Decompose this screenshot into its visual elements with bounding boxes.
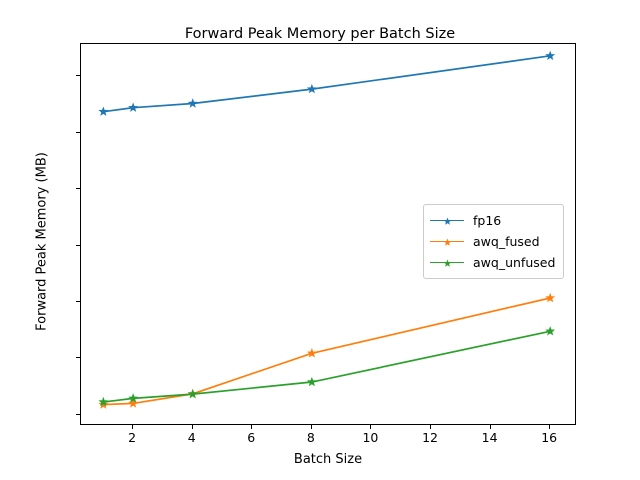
legend-item-fp16[interactable]: fp16 [430, 210, 555, 231]
y-tick-mark [76, 188, 80, 190]
y-tick-mark [76, 244, 80, 246]
data-point-marker [545, 292, 556, 303]
y-tick-mark [76, 300, 80, 302]
series-line [103, 54, 551, 113]
data-point-marker [545, 50, 556, 61]
x-tick-label: 4 [187, 430, 196, 445]
x-tick-mark [370, 425, 372, 429]
data-point-marker [128, 393, 139, 403]
x-tick-label: 10 [362, 430, 379, 445]
data-point-marker [187, 98, 198, 108]
data-point-marker [128, 102, 139, 112]
data-point-marker [306, 376, 317, 387]
y-tick-mark [76, 357, 80, 359]
legend-swatch-icon [430, 236, 464, 248]
x-tick-mark [251, 425, 253, 429]
y-tick-mark [76, 131, 80, 133]
x-tick-mark [549, 425, 551, 429]
legend-swatch-icon [430, 215, 464, 227]
x-tick-mark [489, 425, 491, 429]
y-axis-label: Forward Peak Memory (MB) [34, 152, 50, 331]
chart-title: Forward Peak Memory per Batch Size [184, 26, 456, 42]
x-tick-label: 12 [422, 430, 438, 445]
data-point-marker [98, 396, 109, 407]
series-line [103, 330, 551, 403]
y-tick-mark [76, 413, 80, 415]
chart-legend: fp16 awq_fused awq_unfused [423, 204, 565, 279]
series-fp16 [98, 50, 556, 116]
x-axis-label: Batch Size [293, 452, 363, 467]
series-canvas [98, 50, 556, 409]
series-awq_fused [98, 292, 556, 409]
x-tick-label: 14 [481, 430, 498, 445]
x-tick-mark [132, 425, 134, 429]
y-tick-mark [76, 75, 80, 77]
x-tick-label: 8 [306, 430, 315, 445]
x-tick-label: 6 [247, 430, 256, 445]
legend-label: awq_unfused [473, 255, 556, 270]
x-tick-mark [430, 425, 432, 429]
data-point-marker [187, 388, 198, 399]
legend-label: fp16 [473, 213, 502, 228]
legend-item-awq_fused[interactable]: awq_fused [430, 231, 555, 252]
legend-item-awq_unfused[interactable]: awq_unfused [430, 252, 555, 273]
data-point-marker [306, 348, 317, 358]
legend-label: awq_fused [473, 234, 540, 249]
series-line [103, 297, 551, 406]
series-awq_unfused [98, 326, 556, 407]
data-point-marker [545, 326, 556, 336]
data-point-marker [98, 106, 109, 116]
data-point-marker [128, 398, 139, 408]
x-tick-mark [310, 425, 312, 429]
x-tick-mark [191, 425, 193, 429]
x-tick-label: 2 [128, 430, 137, 445]
data-point-marker [306, 83, 317, 94]
legend-swatch-icon [430, 257, 464, 269]
x-tick-label: 16 [541, 430, 558, 445]
